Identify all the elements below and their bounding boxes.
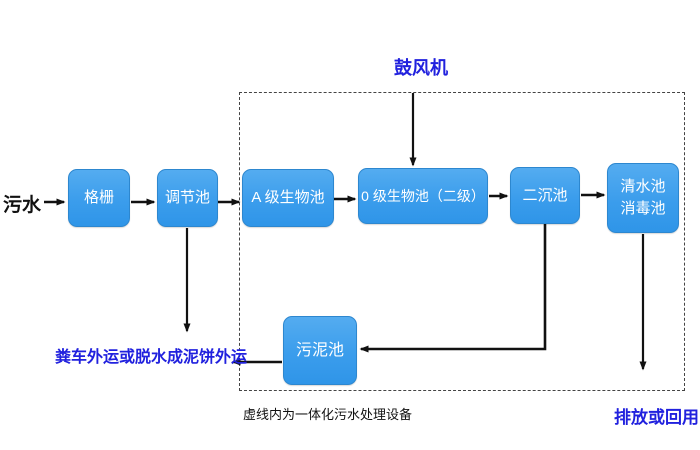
box-sludge-tank-label: 污泥池: [295, 341, 344, 359]
influent-label: 污水: [3, 195, 42, 216]
box-grid-label: 格栅: [83, 189, 114, 207]
integrated-equipment-dashed-boundary: [239, 92, 685, 391]
box-regulating-tank-label: 调节池: [164, 189, 210, 207]
discharge-label: 排放或回用: [614, 408, 699, 427]
sludge-outlet-label: 粪车外运或脱水成泥饼外运: [55, 349, 248, 366]
blower-label: 鼓风机: [394, 58, 448, 78]
box-sludge-tank: 污泥池: [283, 316, 357, 385]
box-secondary-sedimentation-tank: 二沉池: [510, 167, 580, 224]
box-a-bio-tank-label: A 级生物池: [251, 189, 325, 207]
box-clear-water-tank: 清水池 消毒池: [607, 163, 679, 233]
box-a-bio-tank: A 级生物池: [242, 169, 334, 227]
box-o-bio-tank: 0 级生物池（二级）: [358, 168, 488, 224]
dashed-region-note: 虚线内为一体化污水处理设备: [243, 407, 413, 422]
box-regulating-tank: 调节池: [157, 169, 218, 227]
box-o-bio-tank-label: 0 级生物池（二级）: [361, 187, 485, 204]
box-grid: 格栅: [68, 169, 130, 227]
box-clear-water-tank-label-line1: 清水池: [620, 178, 666, 196]
box-secondary-sedimentation-tank-label: 二沉池: [522, 186, 568, 204]
box-clear-water-tank-label-line2: 消毒池: [620, 200, 666, 217]
